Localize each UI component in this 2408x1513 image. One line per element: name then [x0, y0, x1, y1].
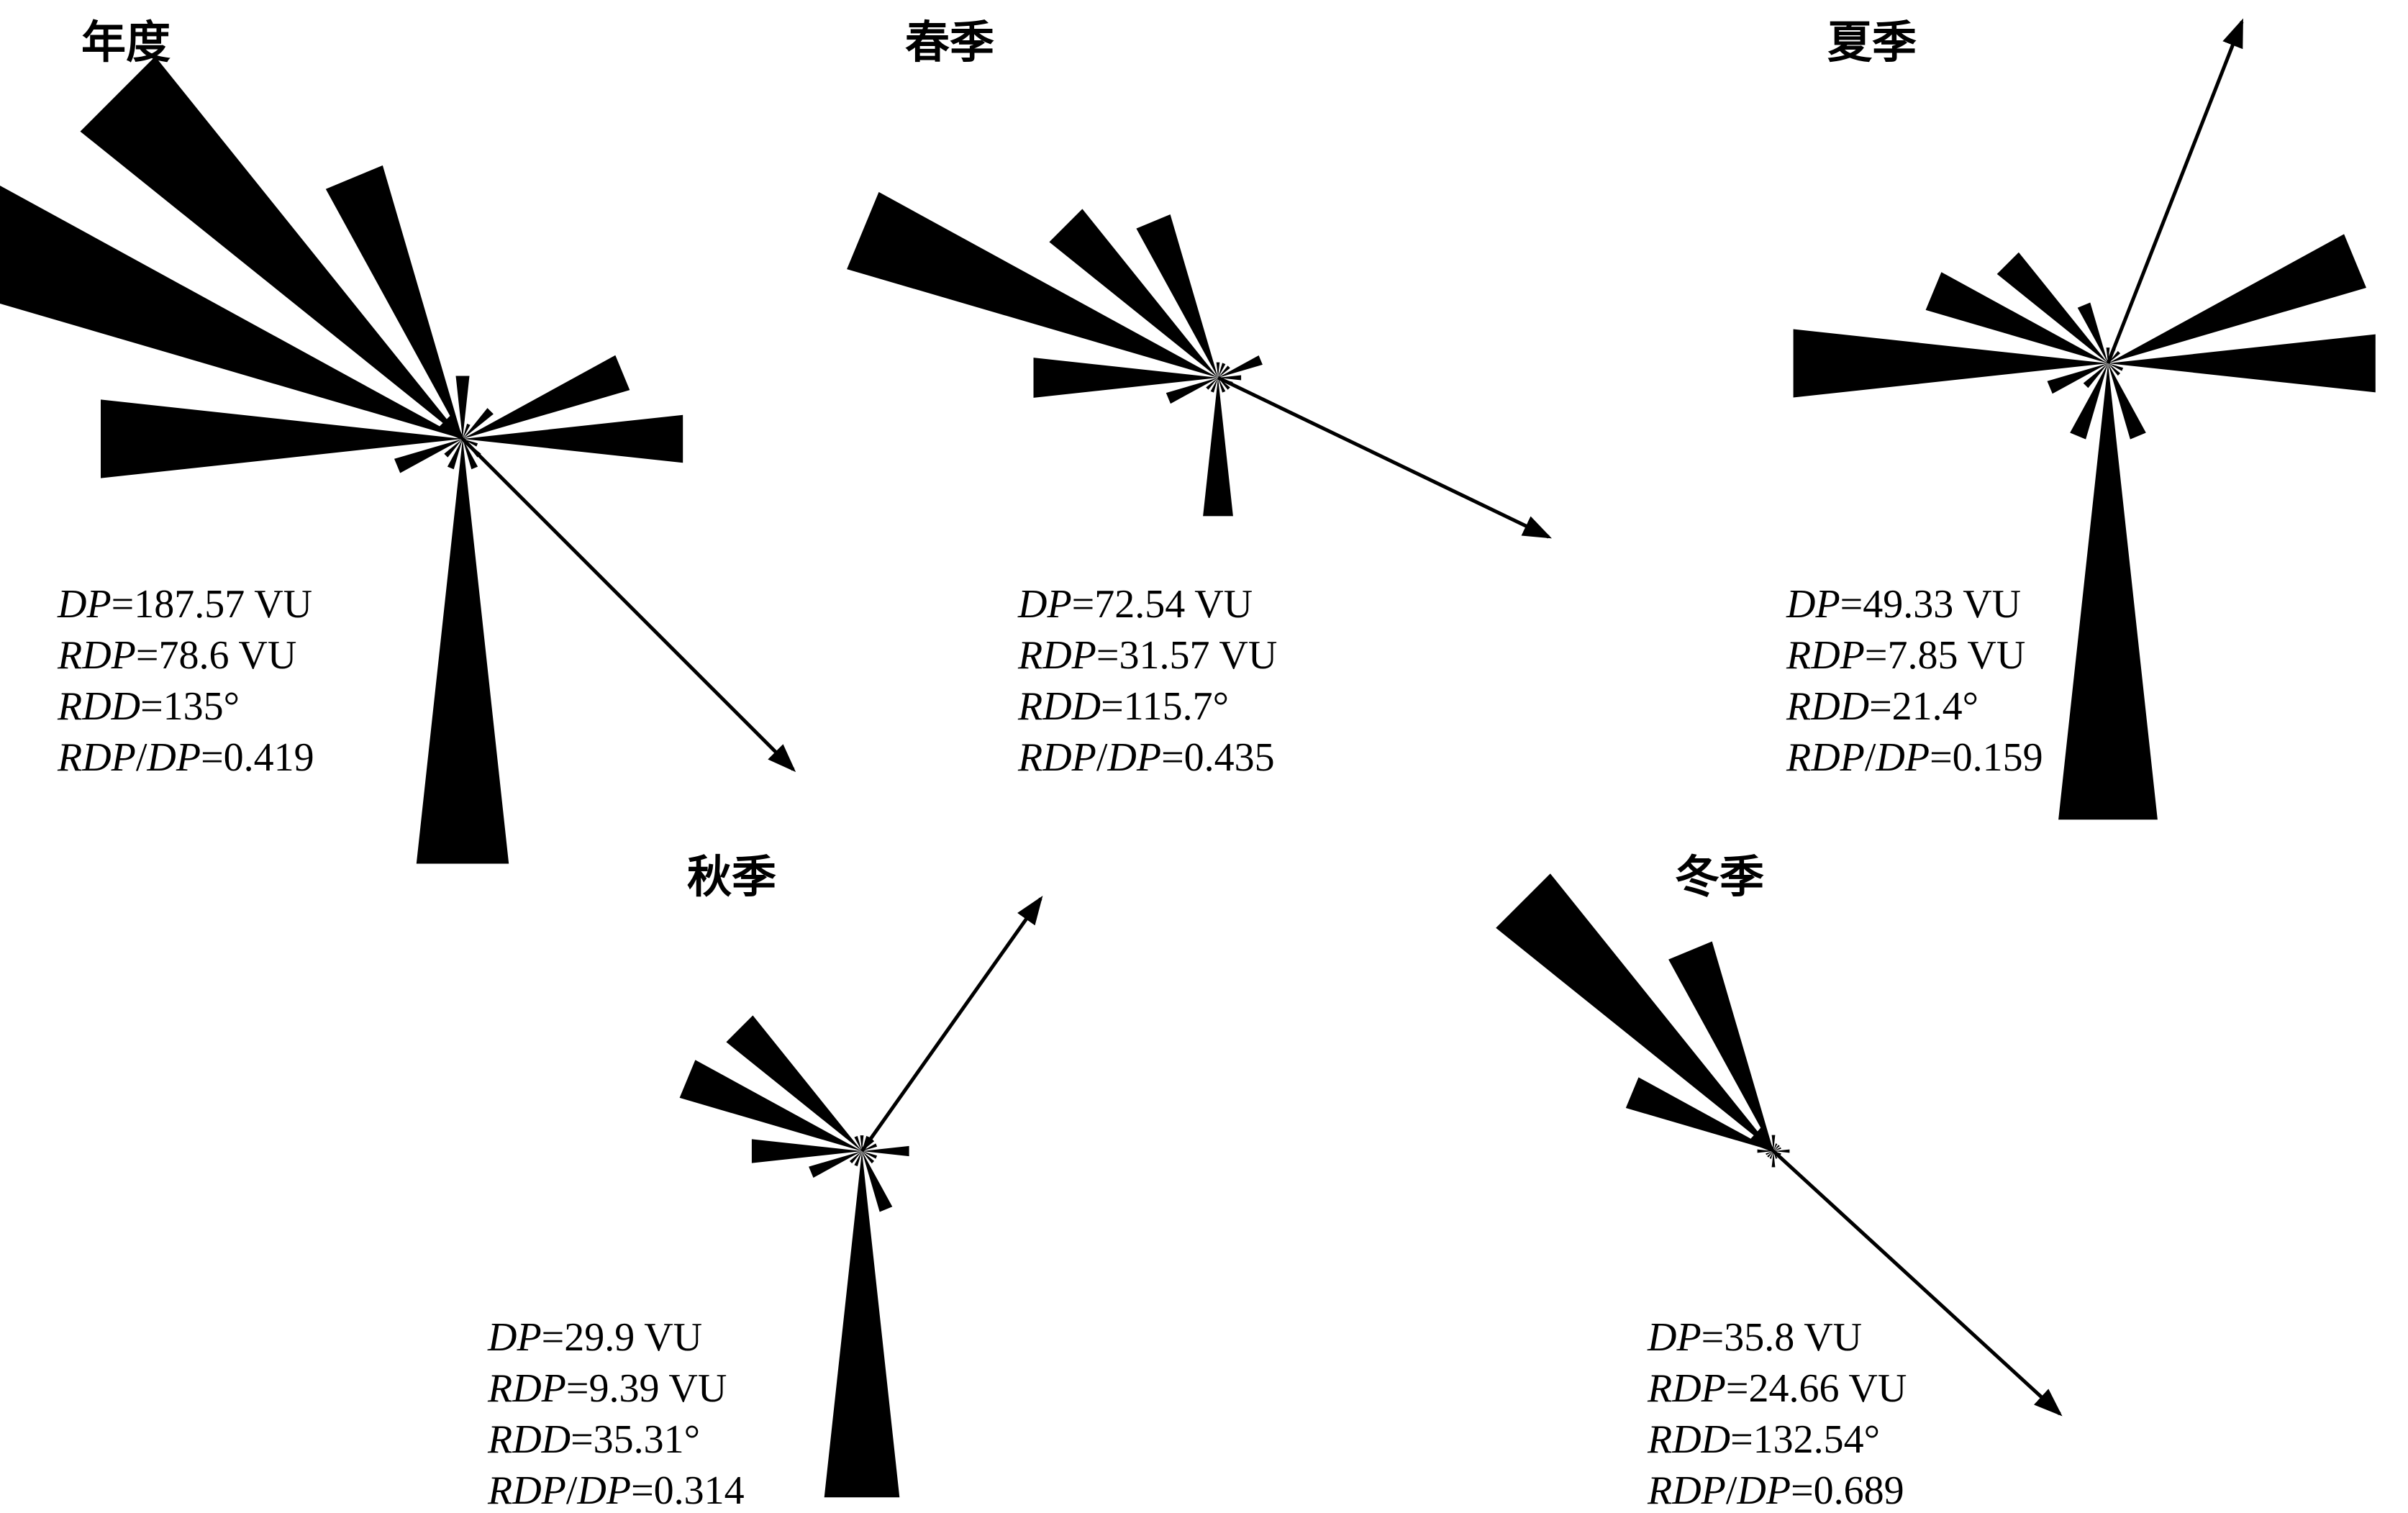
stat-rdp-dp-ratio: RDP/DP=0.159	[1786, 735, 2043, 780]
petal-0	[455, 376, 470, 439]
petal-292.5	[0, 185, 463, 439]
petal-90	[2108, 334, 2376, 393]
petal-292.5	[847, 191, 1218, 378]
petal-90	[1218, 375, 1242, 381]
petal-180	[1203, 378, 1233, 517]
chart-title: 冬季	[1675, 850, 1764, 903]
petal-315	[1049, 209, 1218, 378]
petal-202.5	[1210, 378, 1218, 393]
petal-270	[101, 399, 463, 478]
petal-225	[2083, 363, 2108, 389]
stat-rdp: RDP=9.39 VU	[487, 1366, 727, 1411]
wind-rose-4: 秋季 DP=29.9 VU RDP=9.39 VU RDD=35.31° RDP/DP=…	[487, 850, 1043, 1513]
stat-rdp: RDP=78.6 VU	[57, 633, 296, 678]
stat-dp: DP=72.54 VU	[1017, 582, 1253, 627]
petal-247.5	[2047, 363, 2108, 394]
wind-rose-3: 夏季 DP=49.33 VU RDP=7.85 VU RDD=21.4° RDP/DP=…	[1786, 16, 2376, 820]
petal-202.5	[2070, 363, 2108, 440]
petal-157.5	[862, 1151, 893, 1212]
petal-67.5	[2108, 234, 2366, 363]
stat-rdp: RDP=31.57 VU	[1017, 633, 1277, 678]
chart-title: 夏季	[1827, 16, 1917, 68]
resultant-direction-arrow	[437, 413, 796, 773]
chart-title: 秋季	[687, 850, 776, 903]
petal-292.5	[1925, 272, 2108, 363]
petal-337.5	[1668, 941, 1773, 1151]
petal-180	[824, 1151, 900, 1498]
petal-337.5	[1136, 214, 1218, 378]
stat-rdp-dp-ratio: RDP/DP=0.435	[1017, 735, 1275, 780]
petal-225	[849, 1151, 862, 1164]
stat-rdp-dp-ratio: RDP/DP=0.689	[1647, 1468, 1904, 1513]
petal-112.5	[862, 1151, 878, 1159]
stat-rdd: RDD=21.4°	[1786, 684, 1978, 729]
stat-rdd: RDD=135°	[57, 684, 240, 729]
stat-rdp-dp-ratio: RDP/DP=0.314	[487, 1468, 745, 1513]
stat-rdp: RDP=24.66 VU	[1647, 1366, 1907, 1411]
petal-45	[1218, 365, 1230, 378]
stat-dp: DP=49.33 VU	[1786, 582, 2021, 627]
petal-67.5	[1218, 355, 1263, 378]
stat-rdd: RDD=35.31°	[487, 1417, 700, 1462]
petal-292.5	[1625, 1077, 1773, 1151]
stat-rdd: RDD=132.54°	[1647, 1417, 1880, 1462]
petal-247.5	[809, 1151, 862, 1178]
stat-rdd: RDD=115.7°	[1017, 684, 1229, 729]
chart-title: 春季	[905, 16, 994, 68]
petal-315	[726, 1015, 862, 1151]
petal-247.5	[1166, 378, 1218, 404]
petal-337.5	[854, 1135, 862, 1151]
petal-0	[1216, 362, 1220, 378]
petal-180	[416, 439, 509, 864]
stat-dp: DP=29.9 VU	[487, 1315, 702, 1360]
petal-315	[80, 56, 463, 439]
petal-90	[862, 1145, 909, 1157]
resultant-direction-arrow	[2106, 18, 2244, 364]
petal-112.5	[2108, 363, 2124, 371]
petal-0	[2106, 347, 2110, 363]
wind-rose-2: 春季 DP=72.54 VU RDP=31.57 VU RDD=115.7° RDP/D…	[847, 16, 1553, 780]
petal-157.5	[1218, 378, 1226, 393]
petal-225	[1206, 378, 1218, 390]
petal-22.5	[1218, 363, 1226, 378]
petal-270	[751, 1139, 862, 1163]
petal-157.5	[2108, 363, 2146, 440]
resultant-direction-arrow	[860, 896, 1043, 1153]
stat-rdp: RDP=7.85 VU	[1786, 633, 2025, 678]
petal-337.5	[2077, 302, 2108, 363]
wind-rose-5: 冬季 DP=35.8 VU RDP=24.66 VU RDD=132.54° RDP/D…	[1496, 850, 2063, 1513]
petal-202.5	[854, 1151, 862, 1167]
petal-135	[2108, 363, 2121, 376]
stat-rdp-dp-ratio: RDP/DP=0.419	[57, 735, 314, 780]
petal-270	[1033, 358, 1218, 398]
petal-0	[860, 1135, 864, 1151]
stat-dp: DP=35.8 VU	[1647, 1315, 1862, 1360]
petal-67.5	[862, 1143, 878, 1151]
petal-292.5	[679, 1060, 862, 1151]
petal-315	[1496, 873, 1773, 1151]
petal-270	[1793, 329, 2108, 398]
petal-135	[862, 1151, 875, 1164]
petal-315	[1996, 252, 2108, 363]
resultant-direction-arrow	[1748, 1126, 2063, 1417]
resultant-direction-arrow	[1217, 376, 1553, 539]
petal-180	[2058, 363, 2158, 820]
stat-dp: DP=187.57 VU	[57, 582, 312, 627]
petal-337.5	[325, 165, 463, 439]
